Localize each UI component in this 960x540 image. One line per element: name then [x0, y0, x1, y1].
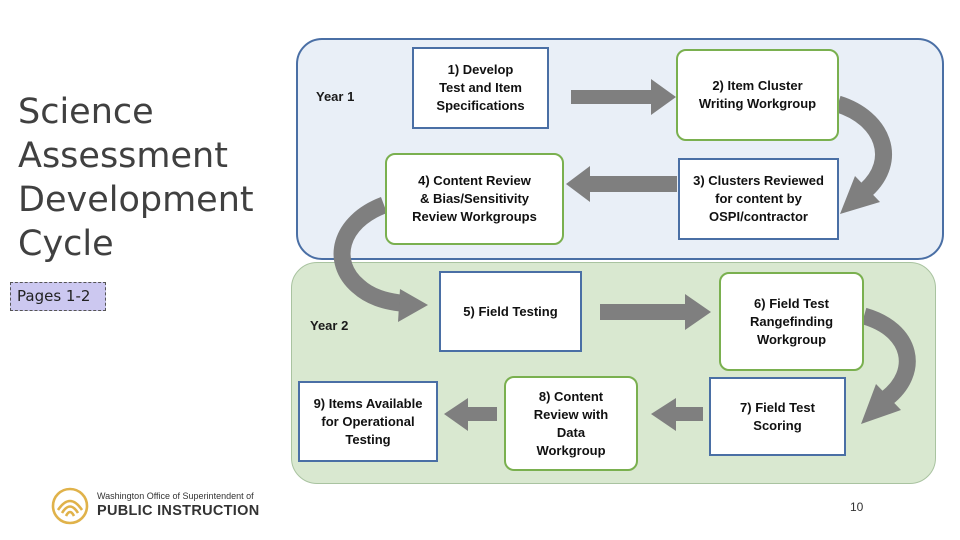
ospi-logo-icon: [51, 487, 89, 525]
step-label: 8) Content Review with Data Workgroup: [533, 388, 609, 458]
arrow-4-to-5: [333, 197, 402, 312]
arrow-4-to-5-head: [398, 289, 428, 322]
step-9-items-available: 9) Items Available for Operational Testi…: [298, 381, 438, 462]
logo-agency-line: Washington Office of Superintendent of: [97, 491, 254, 501]
pages-tag: Pages 1-2: [10, 282, 106, 311]
step-label: 1) Develop Test and Item Specifications: [436, 62, 525, 113]
arrow-1-to-2: [571, 79, 676, 115]
step-5-field-testing: 5) Field Testing: [439, 271, 582, 352]
arrow-5-to-6: [600, 294, 711, 330]
step-3-clusters-reviewed: 3) Clusters Reviewed for content by OSPI…: [678, 158, 839, 240]
arrow-2-to-3: [835, 95, 892, 197]
year1-label: Year 1: [316, 89, 355, 104]
title-line: Assessment: [18, 136, 228, 176]
step-label: 2) Item Cluster Writing Workgroup: [698, 78, 817, 111]
step-6-rangefinding: 6) Field Test Rangefinding Workgroup: [719, 272, 864, 371]
step-8-content-review-data: 8) Content Review with Data Workgroup: [504, 376, 638, 471]
step-label: 5) Field Testing: [463, 303, 558, 319]
title-line: Cycle: [18, 224, 114, 264]
slide-title: Science Assessment Development Cycle: [18, 90, 288, 266]
step-4-content-bias-review: 4) Content Review & Bias/Sensitivity Rev…: [385, 153, 564, 245]
year2-label: Year 2: [310, 318, 349, 333]
arrow-2-to-3-head: [840, 176, 880, 214]
title-line: Development: [18, 180, 254, 220]
arrow-6-to-7-head: [861, 384, 901, 424]
page-number: 10: [850, 500, 864, 514]
step-label: 4) Content Review & Bias/Sensitivity Rev…: [412, 173, 537, 224]
step-label: 7) Field Test Scoring: [740, 399, 815, 433]
arrow-6-to-7: [861, 307, 916, 405]
step-label: 3) Clusters Reviewed for content by OSPI…: [693, 173, 824, 224]
arrow-3-to-4: [566, 166, 677, 202]
title-line: Science: [18, 92, 154, 132]
arrow-7-to-8: [651, 398, 703, 431]
step-7-field-test-scoring: 7) Field Test Scoring: [709, 377, 846, 456]
step-1-develop-specs: 1) Develop Test and Item Specifications: [412, 47, 549, 129]
step-2-item-cluster-writing: 2) Item Cluster Writing Workgroup: [676, 49, 839, 141]
step-label: 6) Field Test Rangefinding Workgroup: [749, 295, 834, 347]
step-label: 9) Items Available for Operational Testi…: [313, 395, 423, 447]
logo-name-line: PUBLIC INSTRUCTION: [97, 503, 260, 519]
arrow-8-to-9: [444, 398, 497, 431]
